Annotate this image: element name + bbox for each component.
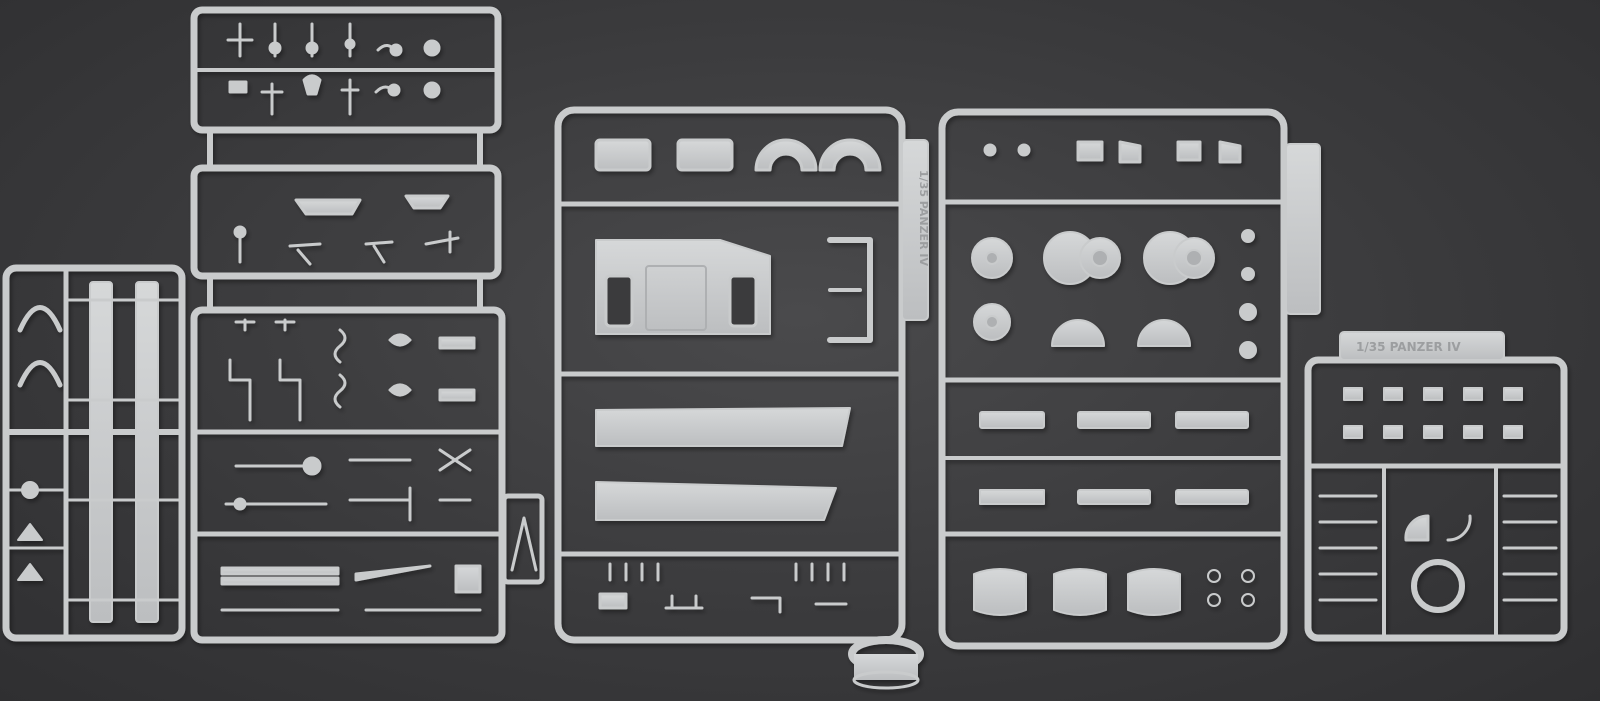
sprue-bottom-left <box>190 306 545 644</box>
sprue-right-center <box>938 108 1321 650</box>
sprue-label-center: 1/35 PANZER IV <box>917 170 930 266</box>
sprue-label-far-right: 1/35 PANZER IV <box>1356 340 1461 354</box>
sprue-top-left <box>190 6 502 171</box>
sprue-far-right <box>1304 331 1568 642</box>
sprue-far-left <box>2 264 186 642</box>
sprue-mid-left <box>190 164 502 313</box>
loose-ring-part <box>848 636 924 690</box>
sprue-center <box>554 106 929 644</box>
